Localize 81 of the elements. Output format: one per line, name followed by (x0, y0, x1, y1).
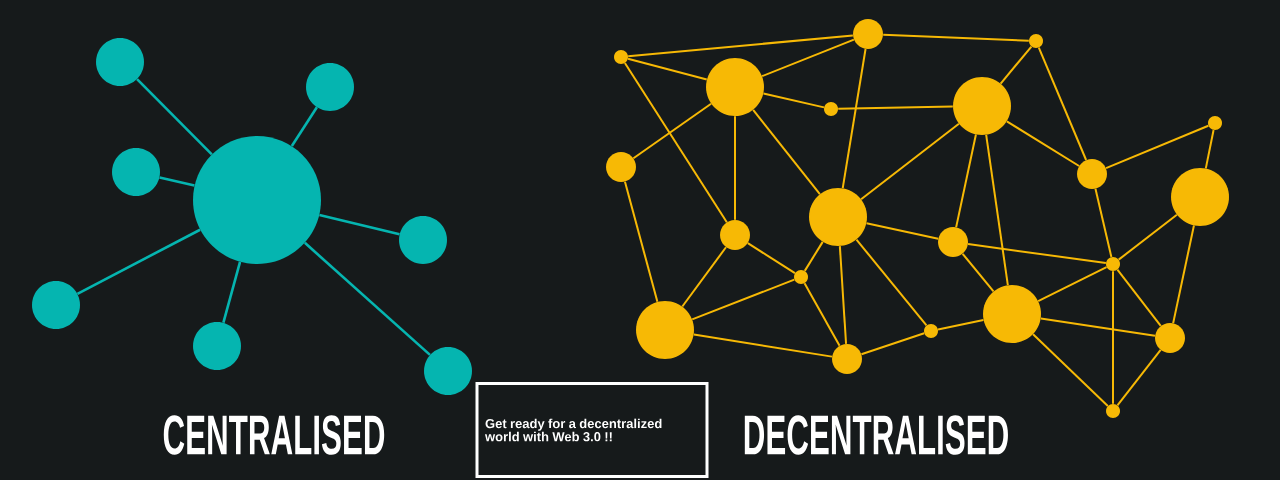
connector-line (1117, 213, 1178, 261)
connector-line (1094, 187, 1113, 258)
node-circle (306, 63, 354, 111)
node-circle (193, 136, 321, 264)
connector-line (623, 180, 659, 303)
connector-line (623, 62, 728, 224)
connector-line (222, 261, 242, 323)
connector-line (1037, 46, 1088, 161)
connector-line (1037, 266, 1108, 303)
node-circle (636, 301, 694, 359)
node-circle (832, 344, 862, 374)
node-circle (853, 19, 883, 49)
connector-line (860, 332, 926, 356)
connector-line (985, 133, 1009, 287)
node-circle (614, 50, 628, 64)
node-circle (938, 227, 968, 257)
connector-line (803, 282, 841, 347)
connector-line (855, 238, 928, 327)
connector-line (76, 228, 201, 295)
connector-line (159, 176, 195, 187)
connector-line (752, 108, 821, 196)
connector-line (319, 213, 400, 236)
connector-line (961, 252, 995, 293)
connector-line (136, 78, 213, 156)
connector-line (937, 319, 985, 331)
node-circle (720, 220, 750, 250)
node-circle (193, 322, 241, 370)
connector-line (1005, 120, 1081, 167)
node-circle (706, 58, 764, 116)
connector-line (692, 333, 833, 358)
node-circle (96, 38, 144, 86)
connector-line (865, 222, 940, 240)
node-circle (1155, 323, 1185, 353)
node-circle (824, 102, 838, 116)
connector-line (841, 48, 867, 190)
connector-line (627, 34, 854, 58)
node-circle (424, 347, 472, 395)
connector-line (803, 240, 824, 272)
connector-line (1172, 224, 1195, 325)
connector-line (290, 106, 318, 147)
connector-line (1032, 333, 1109, 407)
node-circle (32, 281, 80, 329)
connector-line (626, 57, 708, 81)
connector-line (999, 45, 1033, 85)
node-circle (983, 285, 1041, 343)
connector-line (860, 122, 960, 201)
connector-line (838, 245, 848, 345)
connector-line (632, 102, 713, 160)
connector-line (681, 246, 727, 308)
node-circle (794, 270, 808, 284)
connector-line (955, 133, 977, 229)
node-circle (1106, 404, 1120, 418)
node-circle (606, 152, 636, 182)
node-circle (399, 216, 447, 264)
connector-line (1204, 129, 1215, 170)
node-circle (1106, 257, 1120, 271)
connector-line (691, 278, 796, 321)
connector-line (746, 242, 796, 275)
connector-line (967, 243, 1107, 264)
node-circle (1208, 116, 1222, 130)
node-circle (953, 77, 1011, 135)
node-circle (924, 324, 938, 338)
node-circle (1171, 168, 1229, 226)
node-circle (1077, 159, 1107, 189)
connector-line (734, 115, 736, 221)
connector-line (1105, 124, 1210, 170)
heading: CENTRALISED (163, 415, 385, 455)
connector-line (762, 92, 825, 109)
connector-line (1116, 268, 1162, 327)
connector-line (303, 241, 431, 356)
node-circle (112, 148, 160, 196)
node-circle (1029, 34, 1043, 48)
node-circle (809, 188, 867, 246)
connector-line (761, 38, 855, 78)
connector-line (837, 105, 954, 110)
connector-line (1112, 270, 1114, 405)
heading: DECENTRALISED (744, 415, 1008, 455)
text-box: Get ready for a decentralized world with Web 3.0 !! (475, 382, 709, 478)
connector-line (1116, 349, 1162, 407)
connector-line (1039, 317, 1156, 337)
connector-line (882, 33, 1030, 42)
